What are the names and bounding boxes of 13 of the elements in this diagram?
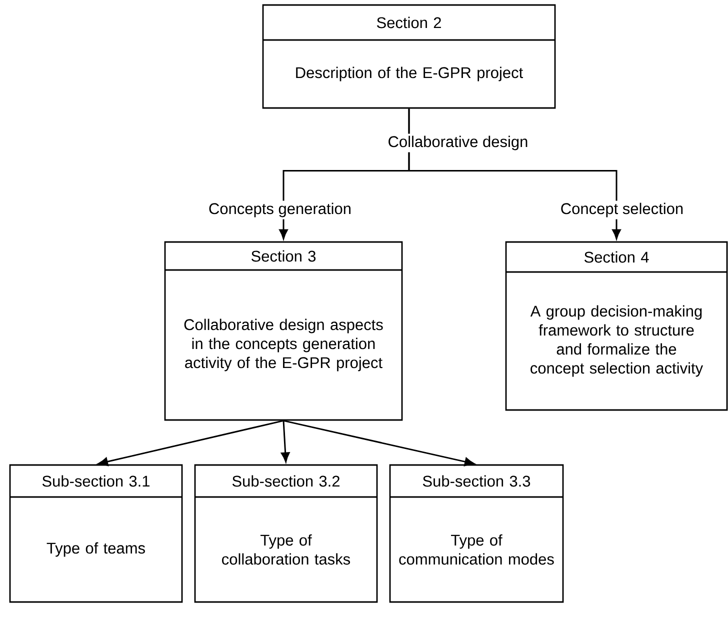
- edge-label: Concepts generation: [206, 200, 354, 220]
- edge-label: Concept selection: [558, 200, 686, 220]
- section-box: Sub-section 3.2 Type of collaboration tasks: [194, 464, 378, 603]
- section-box: Section 4 A group decision-making framework to structure and formalize the concept selection activity: [505, 241, 728, 411]
- section-box: Sub-section 3.3 Type of communication modes: [389, 464, 564, 603]
- trunk-label: Collaborative design: [386, 134, 530, 152]
- arrow: [281, 420, 290, 462]
- section-box: Sub-section 3.1 Type of teams: [9, 464, 183, 603]
- arrow: [98, 420, 284, 466]
- arrow: [283, 420, 475, 466]
- section-box: Section 3 Collaborative design aspects in the concepts generation activity of the E-GPR project: [164, 241, 403, 421]
- section-box: Section 2 Description of the E-GPR project: [262, 4, 556, 109]
- arrow: [408, 108, 621, 240]
